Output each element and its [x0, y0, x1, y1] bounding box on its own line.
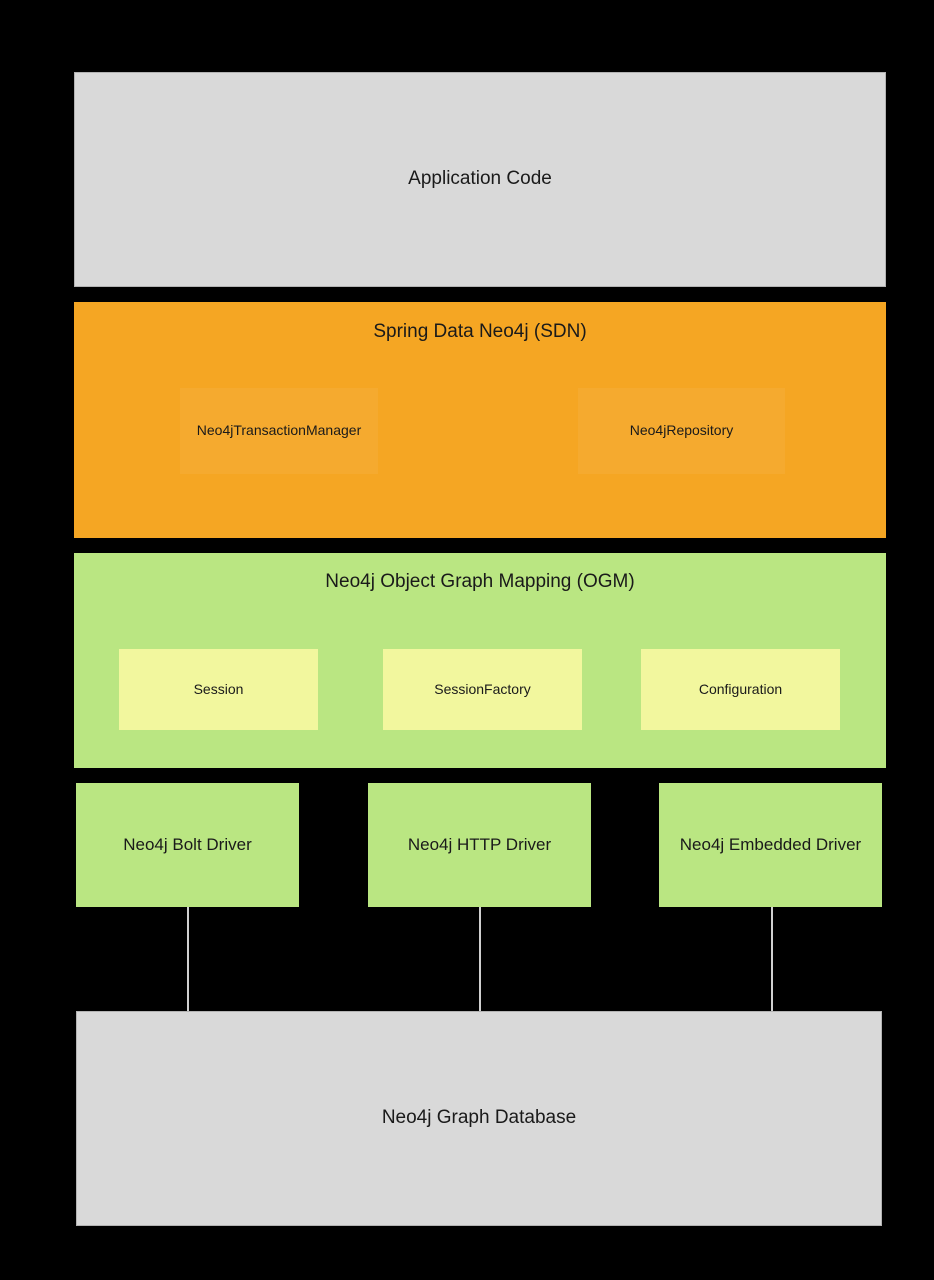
node-neo4j-embedded-driver: Neo4j Embedded Driver: [659, 783, 882, 907]
layer-neo4j-graph-database: Neo4j Graph Database: [76, 1011, 882, 1226]
component-neo4j-transaction-manager-label: Neo4jTransactionManager: [196, 422, 362, 439]
node-neo4j-embedded-driver-label: Neo4j Embedded Driver: [679, 834, 862, 854]
node-neo4j-bolt-driver: Neo4j Bolt Driver: [76, 783, 299, 907]
component-neo4j-repository: Neo4jRepository: [578, 388, 785, 474]
layer-application-code: Application Code: [74, 72, 886, 287]
layer-neo4j-ogm-title: Neo4j Object Graph Mapping (OGM): [325, 571, 635, 592]
component-session-factory: SessionFactory: [383, 649, 582, 730]
layer-spring-data-neo4j-title: Spring Data Neo4j (SDN): [373, 321, 587, 342]
node-neo4j-http-driver-label: Neo4j HTTP Driver: [407, 834, 552, 854]
component-neo4j-repository-label: Neo4jRepository: [629, 422, 734, 439]
component-session: Session: [119, 649, 318, 730]
connector-bolt-to-database: [187, 907, 189, 1011]
node-neo4j-bolt-driver-label: Neo4j Bolt Driver: [123, 834, 252, 854]
node-neo4j-http-driver: Neo4j HTTP Driver: [368, 783, 591, 907]
component-configuration: Configuration: [641, 649, 840, 730]
connector-embedded-to-database: [771, 907, 773, 1011]
component-configuration-label: Configuration: [698, 680, 783, 697]
component-session-label: Session: [193, 680, 244, 697]
layer-spring-data-neo4j: Spring Data Neo4j (SDN) Neo4jTransaction…: [74, 302, 886, 538]
layer-application-code-label: Application Code: [408, 168, 552, 190]
layer-neo4j-ogm: Neo4j Object Graph Mapping (OGM) Session…: [74, 553, 886, 768]
component-neo4j-transaction-manager: Neo4jTransactionManager: [180, 388, 378, 474]
layer-neo4j-graph-database-label: Neo4j Graph Database: [381, 1107, 577, 1129]
connector-http-to-database: [479, 907, 481, 1011]
component-session-factory-label: SessionFactory: [434, 680, 531, 697]
